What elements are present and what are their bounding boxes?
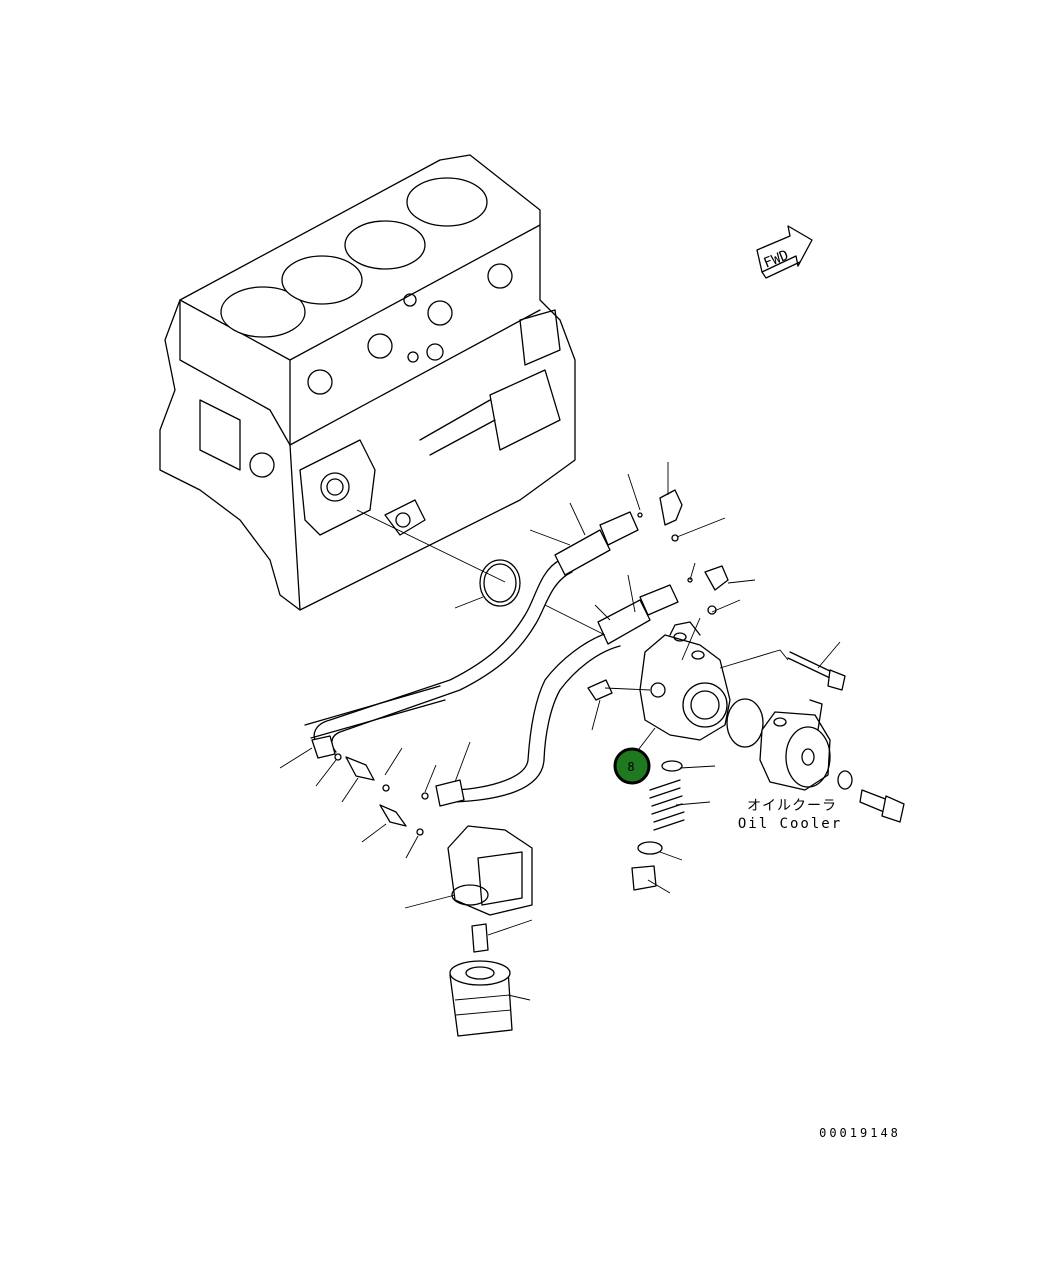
drawing-number: 00019148 [819,1126,901,1140]
oil-pipes [304,511,679,807]
oil-cooler-housing [639,621,731,741]
leader-lines [279,462,841,1001]
oil-cooler-label-en: Oil Cooler [738,816,842,832]
o-ring-large [479,559,521,607]
oil-filter [449,960,513,1037]
callout-badge-8[interactable]: 8 [613,747,651,785]
relief-valve-spring [631,760,685,891]
fittings [334,489,729,836]
oil-cooler [726,651,905,823]
oil-cooler-label-jp: オイルクーラ [747,798,837,814]
fwd-arrow-icon: FWD [756,225,813,279]
engine-block [159,154,576,611]
callout-circle[interactable] [613,747,651,785]
callout-number[interactable]: 8 [627,760,634,774]
filter-head [447,825,533,953]
